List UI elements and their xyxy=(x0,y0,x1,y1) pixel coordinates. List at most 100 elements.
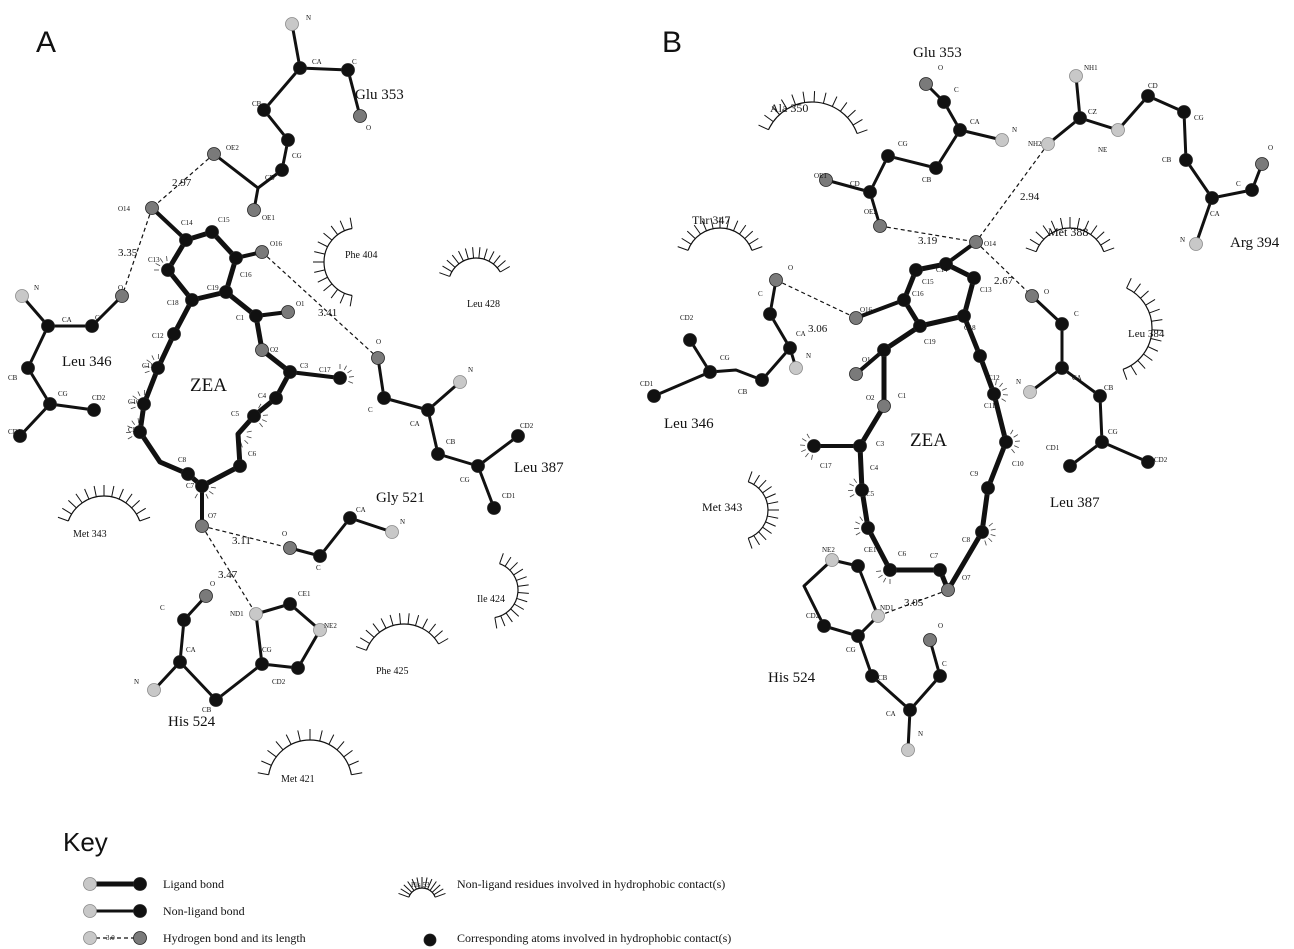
atom-label: CD1 xyxy=(640,380,654,388)
carbon-atom xyxy=(851,629,865,643)
hydrophobic-arc-line xyxy=(67,495,141,522)
hydrophobic-arc-tick xyxy=(505,612,513,623)
atom-label: N xyxy=(34,284,39,292)
atom-label: C18 xyxy=(964,324,976,332)
hydrophobic-arc-tick xyxy=(319,730,323,742)
oxygen-atom xyxy=(1255,157,1269,171)
atom-label: C19 xyxy=(924,338,936,346)
hydrogen-bond-length: 3.41 xyxy=(318,307,337,319)
carbon-atom xyxy=(1055,317,1069,331)
nitrogen-atom xyxy=(83,904,97,918)
halo-tick xyxy=(159,258,164,263)
atom-label: C xyxy=(758,290,763,298)
atom-label: O1 xyxy=(862,356,871,364)
atom-label: C4 xyxy=(258,392,267,400)
halo-tick xyxy=(878,574,883,579)
halo-tick xyxy=(1013,434,1019,438)
atom-label: C13 xyxy=(148,256,160,264)
atom-label: O xyxy=(788,264,793,272)
hydrophobic-arc-tick xyxy=(839,102,848,112)
atom-label: CB xyxy=(878,674,888,682)
hydrophobic-arc-tick xyxy=(764,114,774,123)
hydrophobic-atom-halo xyxy=(876,570,891,584)
carbon-atom xyxy=(763,307,777,321)
hydrogen-bond xyxy=(975,241,1033,297)
hydrophobic-arc-tick xyxy=(464,248,469,260)
residue-label-b: Ala 350 xyxy=(770,101,808,115)
atom-label: N xyxy=(918,730,923,738)
hydrophobic-arc-tick xyxy=(710,217,714,229)
halo-tick xyxy=(194,493,198,499)
non-ligand-bond xyxy=(288,516,394,558)
atom-label: O2 xyxy=(270,346,279,354)
hydrophobic-arc-tick xyxy=(847,109,856,118)
hydrophobic-arc-tick xyxy=(744,230,754,240)
atom-label: C3 xyxy=(300,362,309,370)
carbon-atom xyxy=(255,657,269,671)
atom-label: C9 xyxy=(970,470,979,478)
oxygen-atom xyxy=(923,633,937,647)
halo-tick xyxy=(990,534,996,537)
atom-label: C15 xyxy=(922,278,934,286)
atom-label: CD xyxy=(850,180,860,188)
key-hydrophobic-arc xyxy=(398,877,446,898)
atom-label: NH2 xyxy=(1028,140,1042,148)
hydrophobic-arc-line xyxy=(1122,287,1153,370)
nitrogen-atom xyxy=(1023,385,1037,399)
atom-label: CA xyxy=(1210,210,1220,218)
carbon-atom xyxy=(881,149,895,163)
carbon-atom xyxy=(967,271,981,285)
hydrophobic-arc-tick xyxy=(125,493,133,504)
hydrophobic-arc-tick xyxy=(1126,277,1132,289)
residue-label-a: Met 343 xyxy=(73,529,107,540)
atom-label: CB xyxy=(922,176,932,184)
atom-label: CA xyxy=(186,646,196,654)
atom-label: C18 xyxy=(167,299,179,307)
carbon-atom xyxy=(13,429,27,443)
nitrogen-atom xyxy=(15,289,29,303)
carbon-atom xyxy=(953,123,967,137)
hydrophobic-arc-tick xyxy=(439,272,450,277)
atom-label: O7 xyxy=(962,574,971,582)
hydrogen-bond-length: 3.05 xyxy=(904,597,924,609)
halo-tick xyxy=(127,425,133,429)
carbon-atom xyxy=(87,403,101,417)
atom-label: NE2 xyxy=(822,546,835,554)
hydrophobic-arc-tick xyxy=(516,597,528,603)
atom-label: CD2 xyxy=(92,394,106,402)
nitrogen-atom xyxy=(313,623,327,637)
hydrophobic-arc-tick xyxy=(780,99,788,110)
hydrophobic-arc-tick xyxy=(762,486,772,494)
carbon-atom xyxy=(1141,455,1155,469)
hydrophobic-arc-tick xyxy=(446,259,456,268)
oxygen-atom xyxy=(283,541,297,555)
carbon-atom xyxy=(43,397,57,411)
halo-tick xyxy=(883,577,887,583)
hydrophobic-arc-tick xyxy=(1122,369,1128,380)
atom-label: CA xyxy=(796,330,806,338)
carbon-atom xyxy=(421,403,435,417)
halo-tick xyxy=(151,355,155,361)
residue-label-a: Glu 353 xyxy=(355,87,404,103)
hydrophobic-arc-tick xyxy=(516,576,527,581)
carbon-atom xyxy=(281,133,295,147)
met-388-contact xyxy=(1025,217,1115,253)
atom-label: CG xyxy=(846,646,856,654)
hydrophobic-arc-tick xyxy=(267,749,277,758)
atom-label: CD2 xyxy=(680,314,694,322)
hydrophobic-arc-tick xyxy=(330,288,339,299)
atom-label: CG xyxy=(1108,428,1118,436)
hydrophobic-arc-tick xyxy=(339,293,345,304)
atom-label: CE1 xyxy=(864,546,877,554)
hydrophobic-arc-tick xyxy=(434,892,446,898)
hydrophobic-arc-tick xyxy=(399,613,402,625)
atom-label: CD2 xyxy=(520,422,534,430)
halo-tick xyxy=(806,433,810,439)
carbon-atom xyxy=(853,439,867,453)
hydrophobic-arc-tick xyxy=(451,254,460,265)
oxygen-atom xyxy=(969,235,983,249)
non-ligand-bond xyxy=(476,464,496,510)
carbon-atom xyxy=(283,597,297,611)
hydrophobic-arc-line xyxy=(687,227,753,251)
halo-tick xyxy=(849,483,855,487)
